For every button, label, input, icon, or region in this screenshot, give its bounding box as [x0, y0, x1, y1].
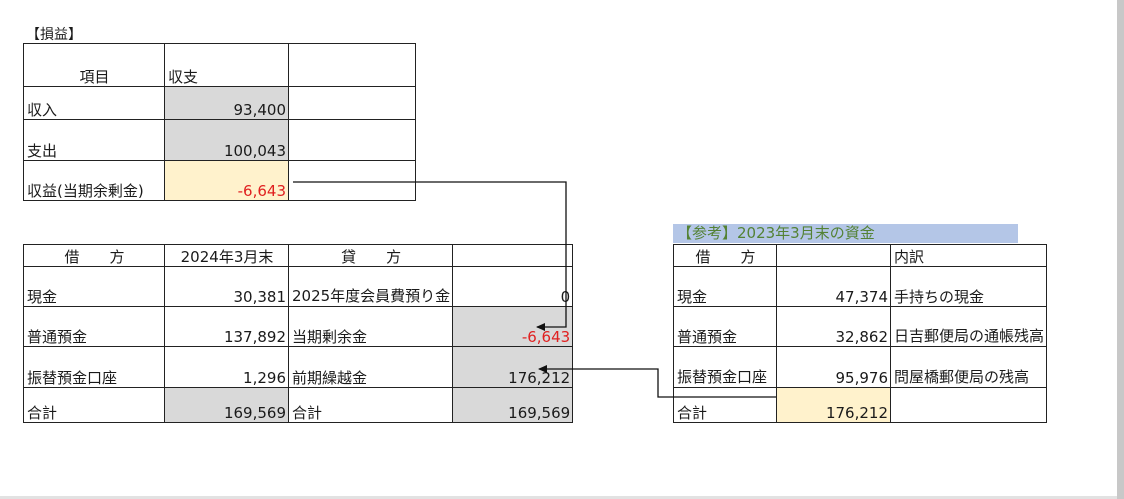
- ref-savings-label[interactable]: 普通預金: [673, 306, 777, 347]
- bs-header-extra[interactable]: [452, 244, 574, 267]
- bs-transfer-value[interactable]: 1,296: [164, 346, 289, 388]
- bs-carryover-value[interactable]: 176,212: [452, 346, 574, 388]
- ref-row-savings: 普通預金 32,862 日吉郵便局の通帳残高: [673, 306, 1048, 347]
- ref-header-value[interactable]: [776, 244, 891, 267]
- ref-section-title: 【参考】2023年3月末の資金: [673, 224, 1018, 243]
- bs-credit-total-value[interactable]: 169,569: [452, 387, 574, 423]
- ref-cash-detail[interactable]: 手持ちの現金: [889, 266, 1048, 307]
- ref-header-row: 借 方 内訳: [673, 244, 1048, 267]
- pl-expense-extra[interactable]: [288, 119, 416, 161]
- bs-row-cash: 現金 30,381 2025年度会員費預り金 0: [23, 266, 574, 307]
- bs-cash-value[interactable]: 30,381: [164, 266, 289, 307]
- ref-header-detail[interactable]: 内訳: [889, 244, 1048, 267]
- pl-surplus-extra[interactable]: [288, 160, 416, 201]
- bs-cash-label[interactable]: 現金: [23, 266, 165, 307]
- pl-row-surplus: 収益(当期余剰金) -6,643: [23, 160, 416, 201]
- pl-income-value[interactable]: 93,400: [164, 86, 289, 120]
- bs-current-surplus-label[interactable]: 当期剰余金: [287, 306, 454, 347]
- bs-debit-total-value[interactable]: 169,569: [164, 387, 289, 423]
- pl-row-income: 収入 93,400: [23, 86, 416, 120]
- ref-total-detail[interactable]: [889, 387, 1048, 423]
- bs-table: 借 方 2024年3月末 貸 方 現金 30,381 2025年度会員費預り金 …: [23, 244, 574, 423]
- bs-debit-total-label[interactable]: 合計: [23, 387, 165, 423]
- window-bottom-edge: [0, 496, 1117, 499]
- ref-savings-detail[interactable]: 日吉郵便局の通帳残高: [889, 306, 1048, 347]
- ref-transfer-detail[interactable]: 問屋橋郵便局の残高: [889, 346, 1048, 388]
- ref-cash-value[interactable]: 47,374: [776, 266, 891, 307]
- ref-transfer-value[interactable]: 95,976: [776, 346, 891, 388]
- bs-savings-label[interactable]: 普通預金: [23, 306, 165, 347]
- ref-header-debit[interactable]: 借 方: [673, 244, 777, 267]
- pl-header-extra[interactable]: [288, 43, 416, 87]
- pl-row-expense: 支出 100,043: [23, 119, 416, 161]
- ref-table: 借 方 内訳 現金 47,374 手持ちの現金 普通預金 32,862 日吉郵便…: [673, 244, 1048, 423]
- bs-header-credit[interactable]: 貸 方: [287, 244, 454, 267]
- bs-header-debit[interactable]: 借 方: [23, 244, 165, 267]
- pl-section-title: 【損益】: [26, 27, 82, 43]
- pl-income-extra[interactable]: [288, 86, 416, 120]
- ref-row-total: 合計 176,212: [673, 387, 1048, 423]
- pl-table: 項目 収支 収入 93,400 支出 100,043 収益(当期余剰金) -6,…: [23, 43, 416, 201]
- pl-surplus-label[interactable]: 収益(当期余剰金): [23, 160, 165, 201]
- bs-credit-total-label[interactable]: 合計: [287, 387, 454, 423]
- pl-header-item[interactable]: 項目: [23, 43, 165, 87]
- ref-cash-label[interactable]: 現金: [673, 266, 777, 307]
- bs-header-date[interactable]: 2024年3月末: [164, 244, 289, 267]
- bs-header-row: 借 方 2024年3月末 貸 方: [23, 244, 574, 267]
- pl-header-balance[interactable]: 収支: [164, 43, 289, 87]
- ref-row-transfer: 振替預金口座 95,976 問屋橋郵便局の残高: [673, 346, 1048, 388]
- ref-row-cash: 現金 47,374 手持ちの現金: [673, 266, 1048, 307]
- bs-row-savings: 普通預金 137,892 当期剰余金 -6,643: [23, 306, 574, 347]
- bs-row-total: 合計 169,569 合計 169,569: [23, 387, 574, 423]
- pl-income-label[interactable]: 収入: [23, 86, 165, 120]
- ref-transfer-label[interactable]: 振替預金口座: [673, 346, 777, 388]
- bs-advance-label[interactable]: 2025年度会員費預り金: [287, 266, 454, 307]
- bs-advance-value[interactable]: 0: [452, 266, 574, 307]
- pl-surplus-value[interactable]: -6,643: [164, 160, 289, 201]
- window-right-edge: [1117, 0, 1124, 499]
- pl-expense-value[interactable]: 100,043: [164, 119, 289, 161]
- bs-carryover-label[interactable]: 前期繰越金: [287, 346, 454, 388]
- pl-expense-label[interactable]: 支出: [23, 119, 165, 161]
- bs-transfer-label[interactable]: 振替預金口座: [23, 346, 165, 388]
- ref-savings-value[interactable]: 32,862: [776, 306, 891, 347]
- ref-total-label[interactable]: 合計: [673, 387, 777, 423]
- bs-current-surplus-value[interactable]: -6,643: [452, 306, 574, 347]
- pl-header-row: 項目 収支: [23, 43, 416, 87]
- bs-row-transfer: 振替預金口座 1,296 前期繰越金 176,212: [23, 346, 574, 388]
- ref-total-value[interactable]: 176,212: [776, 387, 891, 423]
- bs-savings-value[interactable]: 137,892: [164, 306, 289, 347]
